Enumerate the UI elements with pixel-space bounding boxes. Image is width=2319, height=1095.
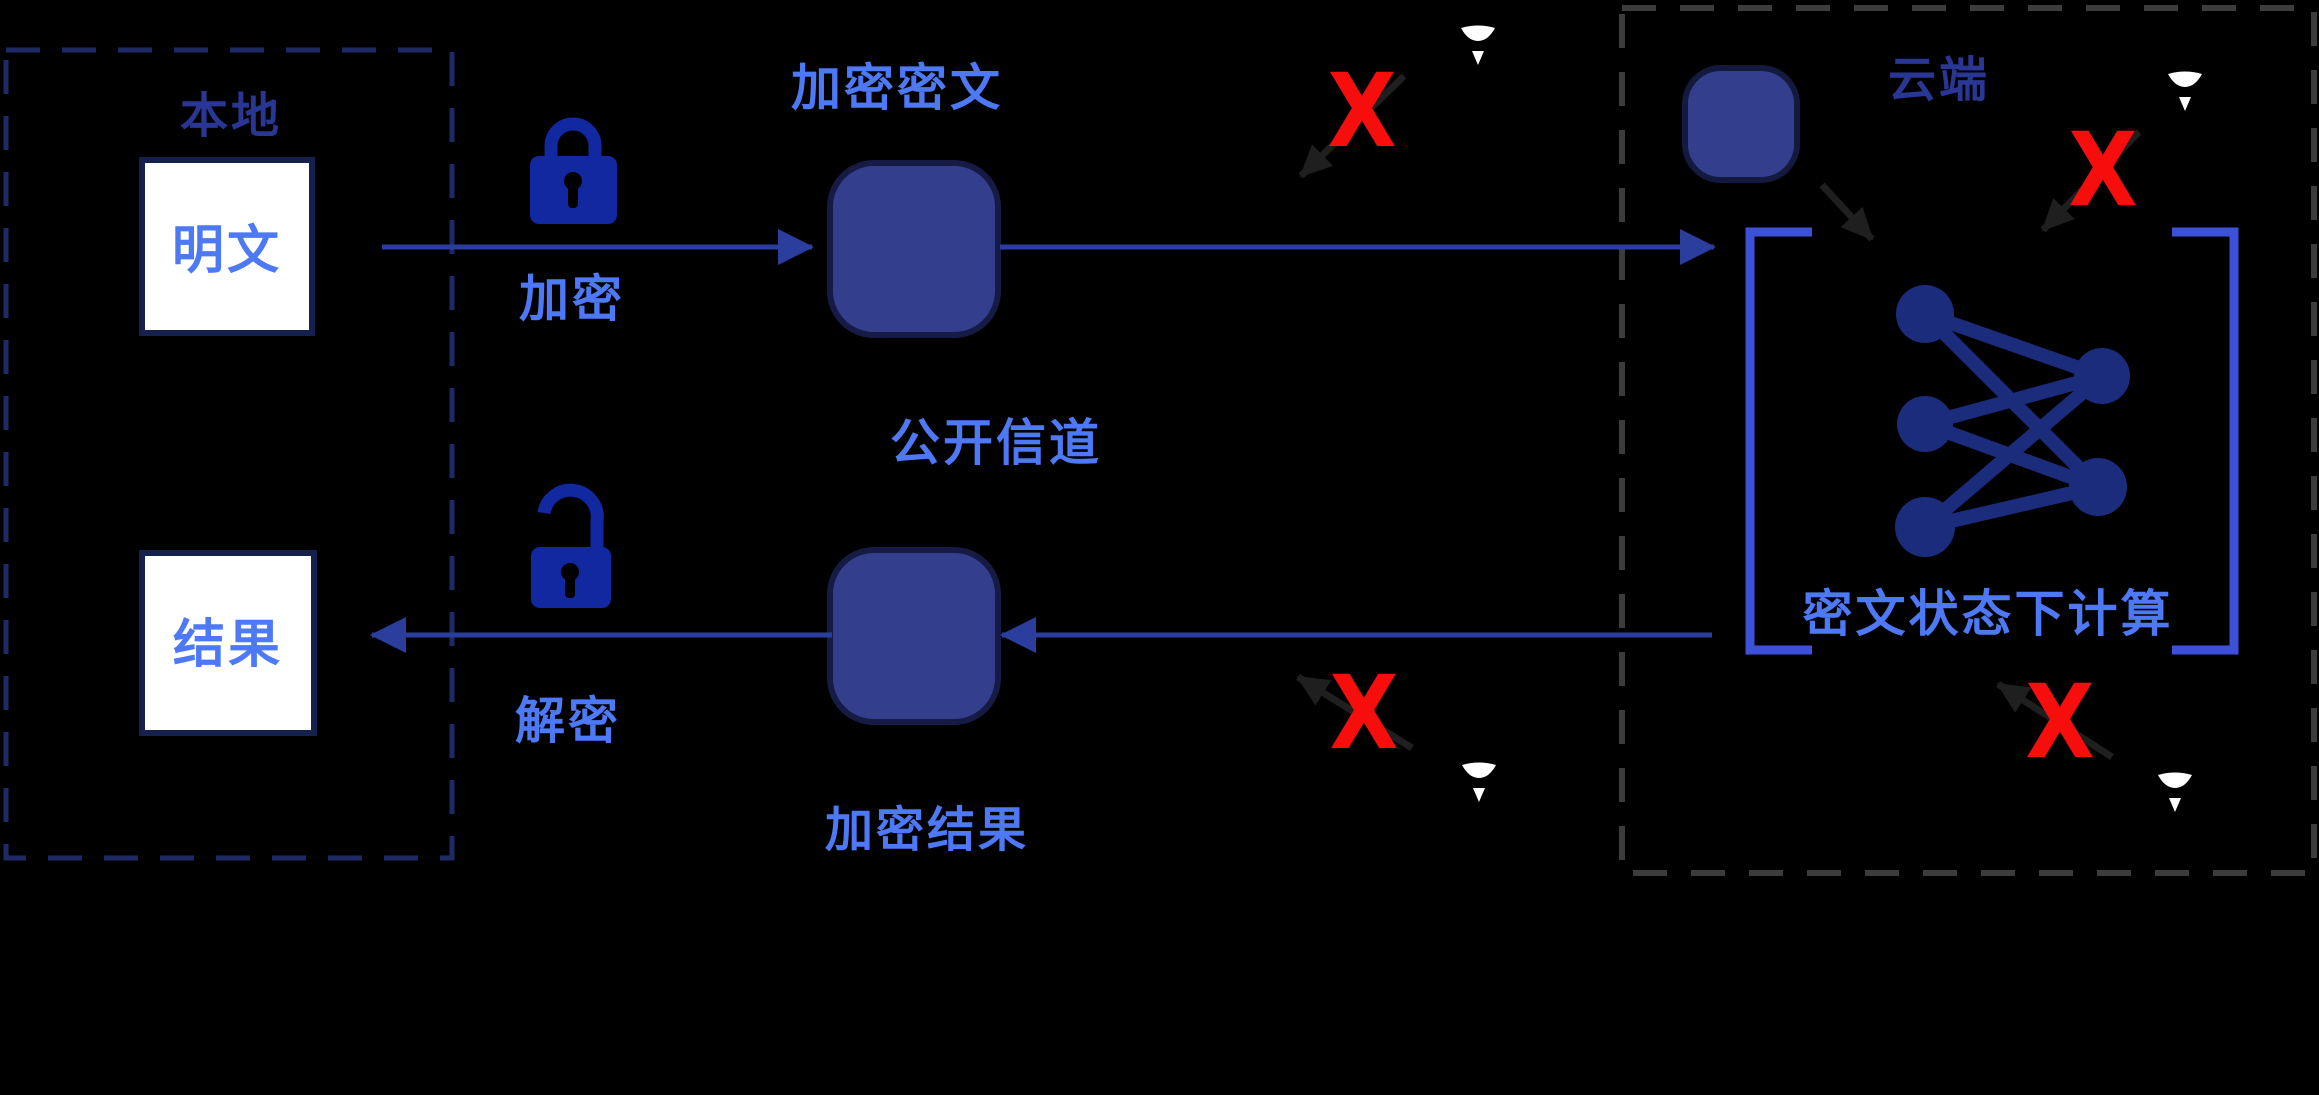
spy-attacker-icon-cloud-bottom (2145, 753, 2205, 812)
encrypted-ciphertext-label: 加密密文 (791, 59, 1003, 117)
spy-hat-brim (1461, 25, 1495, 41)
lock-open-icon (531, 483, 611, 608)
packet-to-compute-arrow (1819, 182, 1875, 242)
lock-open-keyhole (561, 563, 579, 581)
spy-attacker-icon-return-channel (1449, 743, 1509, 802)
spy-collar (2169, 798, 2181, 812)
result-box (139, 550, 317, 736)
lock-closed-keyhole (564, 172, 582, 190)
cloud-packet-block (1682, 65, 1800, 183)
eavesdrop-arrow-top-channel (1298, 73, 1407, 179)
result-label: 结果 (172, 615, 284, 675)
neural-network-icon (1895, 285, 2130, 557)
nn-edge (1922, 307, 2105, 383)
blocked-mark-cloud-top: X (2068, 110, 2138, 230)
blocked-mark-return-channel: X (1329, 653, 1399, 773)
cloud-region-label: 云端 (1887, 52, 1991, 108)
encrypted-result-label: 加密结果 (824, 802, 1030, 858)
nn-node (2069, 458, 2127, 516)
eavesdrop-arrow-cloud-bottom (1996, 681, 2114, 760)
cloud-region-dashed-box (1619, 5, 2317, 876)
blocked-mark-top-channel: X (1327, 51, 1397, 171)
ciphertext-compute-label: 密文状态下计算 (1802, 585, 2174, 643)
plaintext-label: 明文 (171, 221, 283, 281)
nn-node (2074, 348, 2130, 404)
lock-closed-shackle (544, 117, 602, 162)
lock-closed-icon (530, 117, 617, 224)
eavesdrop-arrow-return-channel (1296, 674, 1414, 751)
nn-edge (1923, 369, 2104, 431)
compute-bracket-right (2172, 227, 2239, 655)
compute-bracket-left (1745, 227, 1812, 655)
spy-attacker-icon-top-channel (1448, 6, 1508, 65)
spy-hat-brim (2158, 772, 2192, 788)
lock-open-keyhole-stem (565, 577, 575, 598)
local-region-label: 本地 (179, 88, 283, 144)
encrypt-label: 加密 (519, 270, 625, 328)
encrypted-result-block (827, 547, 1001, 725)
lock-open-shackle (537, 483, 604, 548)
ciphertext-block (827, 160, 1001, 338)
spy-attacker-icon-cloud-top (2155, 52, 2215, 111)
spy-collar (2179, 97, 2191, 111)
nn-edge (1920, 370, 2107, 533)
public-channel-label: 公开信道 (890, 414, 1102, 472)
lock-closed-keyhole-stem (568, 186, 578, 208)
spy-hat-brim (2168, 71, 2202, 87)
spy-hat-brim (1462, 762, 1496, 778)
nn-node (1895, 497, 1955, 557)
nn-node (1897, 396, 1953, 452)
decrypt-label: 解密 (515, 692, 621, 750)
eavesdrop-arrow-cloud-top (2040, 129, 2142, 233)
local-region-dashed-box (3, 47, 455, 861)
nn-node (1896, 285, 1954, 343)
spy-collar (1473, 788, 1485, 802)
blocked-mark-cloud-bottom: X (2025, 662, 2095, 782)
spy-collar (1472, 51, 1484, 65)
plaintext-box (139, 157, 315, 336)
